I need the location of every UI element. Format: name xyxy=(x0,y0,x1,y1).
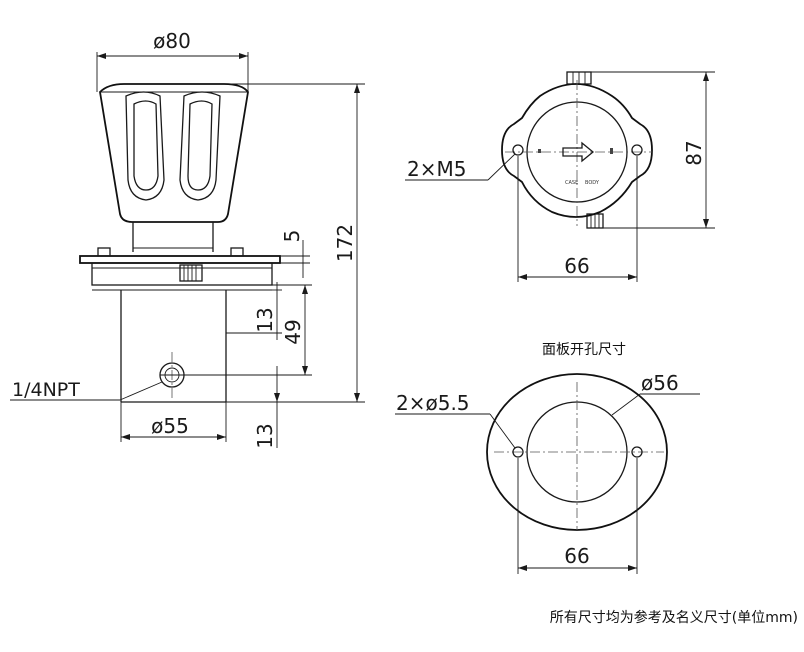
dim-13-lower: 13 xyxy=(253,366,280,449)
mount-holes-label: 2×M5 xyxy=(407,157,466,181)
thread-label: 1/4NPT xyxy=(12,379,80,401)
dim-66-cutout: 66 xyxy=(517,458,638,574)
dim-13-lower-label: 13 xyxy=(253,423,277,448)
cutout-view: 面板开孔尺寸 2×ø5.5 ø56 66 xyxy=(395,342,700,574)
lower-body xyxy=(120,290,227,403)
cutout-title: 面板开孔尺寸 xyxy=(542,342,626,358)
dim-dia-top-label: ø80 xyxy=(153,29,191,53)
thread-callout: 1/4NPT xyxy=(10,379,163,401)
dim-height-total-label: 172 xyxy=(333,224,357,262)
dim-5: 5 xyxy=(280,230,310,278)
dim-13-upper: 13 xyxy=(226,282,282,340)
neck xyxy=(132,222,214,252)
flange-plate xyxy=(79,247,281,291)
dim-5-label: 5 xyxy=(280,230,304,243)
dim-49-label: 49 xyxy=(281,319,305,344)
cutout-dia-label: ø56 xyxy=(641,371,679,395)
knob-cap xyxy=(99,83,249,223)
dim-66-top: 66 xyxy=(517,156,638,282)
dim-66-cutout-label: 66 xyxy=(564,544,589,568)
footnote: 所有尺寸均为参考及名义尺寸(单位mm) xyxy=(550,609,798,626)
top-view: CASE BODY 2×M5 87 66 xyxy=(405,71,715,282)
side-view: ø80 xyxy=(10,29,365,449)
dim-dia-top: ø80 xyxy=(96,29,249,92)
dim-dia-body-label: ø55 xyxy=(151,414,189,438)
dim-87-label: 87 xyxy=(682,140,706,165)
cutout-holes-label: 2×ø5.5 xyxy=(396,391,470,415)
mount-holes-callout: 2×M5 xyxy=(405,153,516,181)
cutout-holes-callout: 2×ø5.5 xyxy=(395,391,516,449)
dim-87: 87 xyxy=(580,71,715,229)
dim-66-top-label: 66 xyxy=(564,254,589,278)
cutout-dia-callout: ø56 xyxy=(611,371,700,416)
top-mark-body: BODY xyxy=(585,180,600,186)
dim-height-total: 172 xyxy=(226,83,365,403)
dim-49: 49 xyxy=(226,284,312,376)
top-mark-case: CASE xyxy=(565,180,578,186)
dim-dia-body: ø55 xyxy=(120,402,227,442)
dim-13-upper-label: 13 xyxy=(253,307,277,332)
